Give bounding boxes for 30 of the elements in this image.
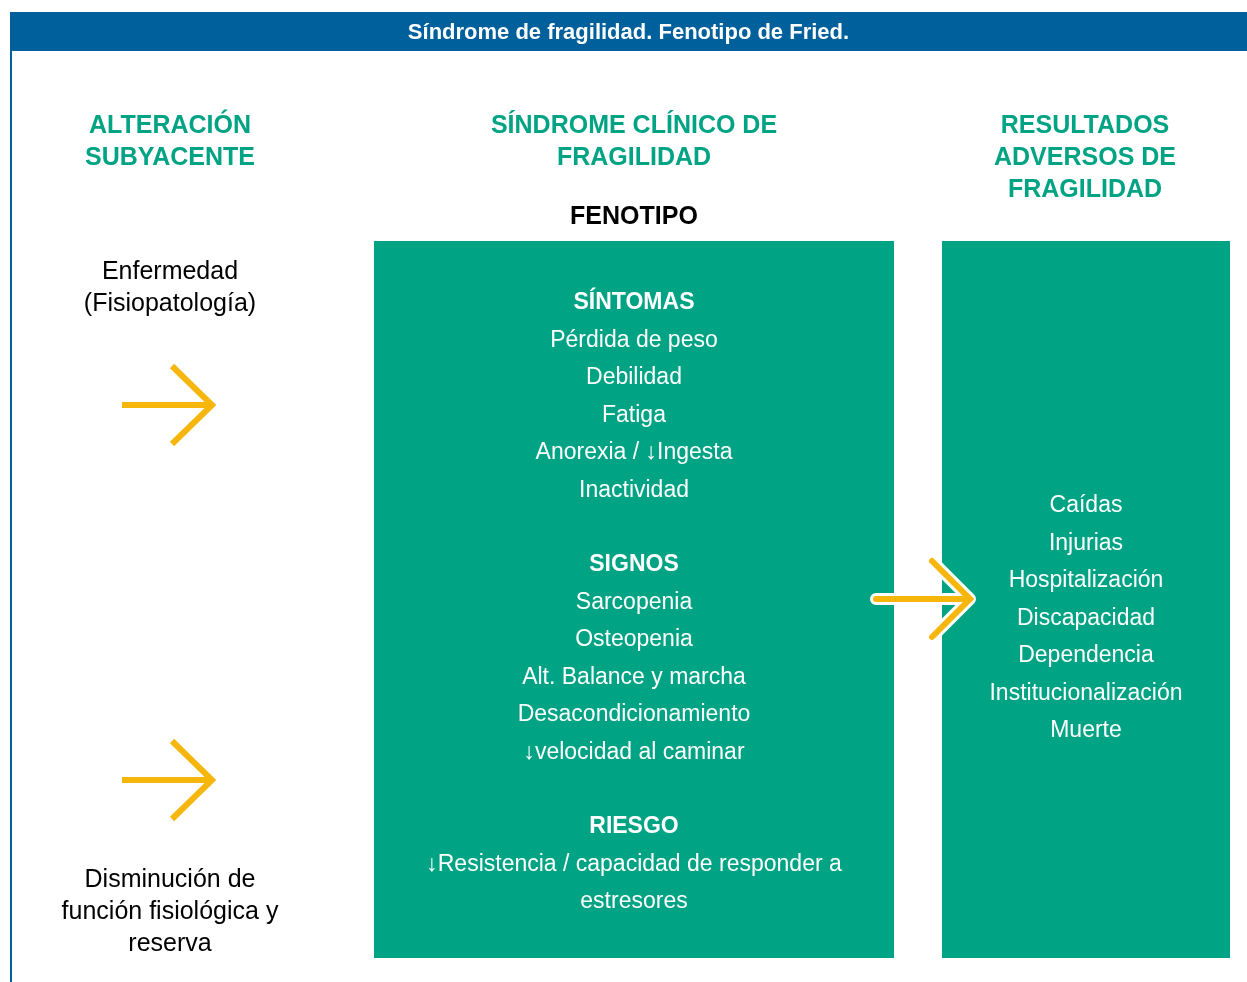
section-heading: SÍNTOMAS <box>573 286 695 316</box>
list-item: Anorexia / ↓Ingesta <box>535 437 733 466</box>
cause-text: Enfermedad (Fisiopatología) <box>60 254 280 318</box>
arrow <box>870 555 976 643</box>
list-item: Debilidad <box>586 362 682 391</box>
list-item: Dependencia <box>1018 640 1154 670</box>
list-item: Alt. Balance y marcha <box>522 661 746 691</box>
list-item: Hospitalización <box>1008 565 1164 595</box>
list-item: Injurias <box>1048 527 1124 557</box>
title-bar: Síndrome de fragilidad. Fenotipo de Fried. <box>10 12 1247 51</box>
list-item: Desacondicionamiento <box>517 699 751 728</box>
column-heading: RESULTADOS ADVERSOS DE FRAGILIDAD <box>993 109 1177 204</box>
cause-text: Disminución de función fisiológica y reserva <box>45 862 295 958</box>
section-heading: RIESGO <box>589 811 679 840</box>
list-item: Osteopenia <box>575 624 693 653</box>
column-heading: ALTERACIÓN SUBYACENTE <box>84 108 256 172</box>
list-item: Discapacidad <box>1016 602 1156 632</box>
column-heading: SÍNDROME CLÍNICO DE FRAGILIDAD <box>489 109 779 172</box>
section-heading: SIGNOS <box>589 549 679 578</box>
list-item: Muerte <box>1050 715 1122 745</box>
outcomes-panel <box>942 241 1230 958</box>
list-item: Fatiga <box>602 399 666 429</box>
list-item: ↓velocidad al caminar <box>523 736 745 766</box>
list-item: Inactividad <box>579 474 689 504</box>
list-item: Pérdida de peso <box>550 324 718 354</box>
list-item: ↓Resistencia / capacidad de responder a estresores <box>425 848 843 915</box>
panel-heading: FENOTIPO <box>569 200 699 231</box>
list-item: Institucionalización <box>989 677 1183 707</box>
list-item: Caídas <box>1049 490 1123 520</box>
list-item: Sarcopenia <box>575 586 693 616</box>
